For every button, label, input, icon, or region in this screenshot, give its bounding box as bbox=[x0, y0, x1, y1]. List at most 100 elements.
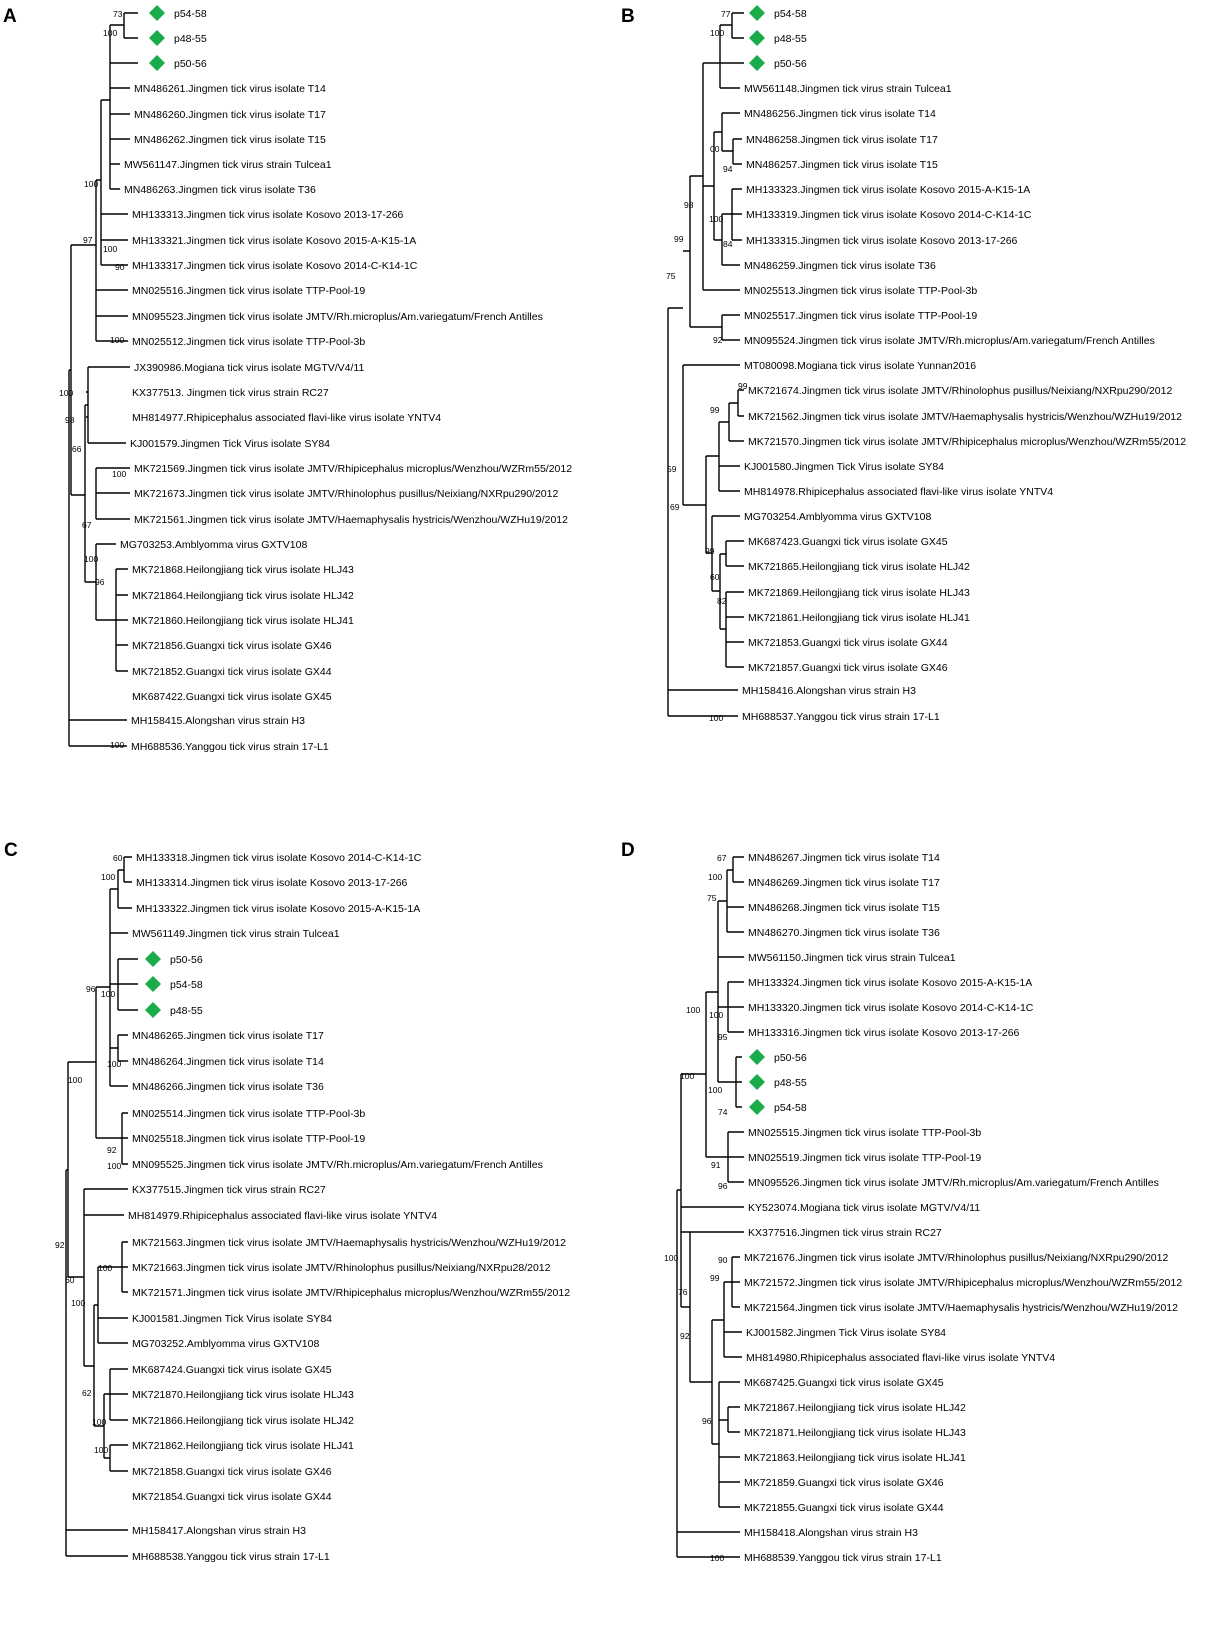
leaf-label: MK721563.Jingmen tick virus isolate JMTV… bbox=[132, 1237, 566, 1249]
leaf-label: MW561149.Jingmen tick virus strain Tulce… bbox=[132, 928, 340, 940]
leaf-label: MN025518.Jingmen tick virus isolate TTP-… bbox=[132, 1133, 365, 1145]
leaf: p54-58 bbox=[749, 5, 807, 21]
leaf-label: MK721676.Jingmen tick virus isolate JMTV… bbox=[744, 1252, 1168, 1264]
support-value: 100 bbox=[71, 1298, 85, 1308]
leaf-label: MK721870.Heilongjiang tick virus isolate… bbox=[132, 1389, 354, 1401]
leaf-label: MK721571.Jingmen tick virus isolate JMTV… bbox=[132, 1287, 570, 1299]
support-value: 98 bbox=[684, 200, 694, 210]
leaf: p48-55 bbox=[749, 1074, 807, 1090]
leaf-label: KJ001580.Jingmen Tick Virus isolate SY84 bbox=[744, 461, 944, 473]
support-value: 90 bbox=[718, 1255, 728, 1265]
leaf-label: MH158415.Alongshan virus strain H3 bbox=[131, 715, 305, 727]
leaf-label: MH688537.Yanggou tick virus strain 17-L1 bbox=[742, 711, 940, 723]
leaf-label: MK721863.Heilongjiang tick virus isolate… bbox=[744, 1452, 966, 1464]
leaf-label: MN486257.Jingmen tick virus isolate T15 bbox=[746, 159, 938, 171]
leaf-label: MK721854.Guangxi tick virus isolate GX44 bbox=[132, 1491, 332, 1503]
branches bbox=[676, 856, 744, 1558]
panel-letter: C bbox=[4, 840, 18, 861]
leaf-label: KJ001579.Jingmen Tick Virus isolate SY84 bbox=[130, 438, 330, 450]
leaf-label: MN486268.Jingmen tick virus isolate T15 bbox=[748, 902, 940, 914]
support-value: 59 bbox=[667, 464, 677, 474]
leaf-label: p50-56 bbox=[774, 1052, 807, 1064]
support-values: 77 100 00 94 98 100 84 99 75 92 99 99 59… bbox=[666, 9, 748, 723]
leaf-label: p48-55 bbox=[174, 33, 207, 45]
leaf-label: MK721867.Heilongjiang tick virus isolate… bbox=[744, 1402, 966, 1414]
leaf-label: MH133323.Jingmen tick virus isolate Koso… bbox=[746, 184, 1030, 196]
leaf-label: MH133320.Jingmen tick virus isolate Koso… bbox=[748, 1002, 1034, 1014]
leaf-label: MH158418.Alongshan virus strain H3 bbox=[744, 1527, 918, 1539]
support-value: 69 bbox=[670, 502, 680, 512]
support-value: 95 bbox=[718, 1032, 728, 1042]
leaf-label: MK687425.Guangxi tick virus isolate GX45 bbox=[744, 1377, 944, 1389]
support-value: 100 bbox=[110, 335, 124, 345]
leaf-label: MH133316.Jingmen tick virus isolate Koso… bbox=[748, 1027, 1020, 1039]
leaf-label: MK721663.Jingmen tick virus isolate JMTV… bbox=[132, 1262, 551, 1274]
sample-marker bbox=[145, 1002, 161, 1018]
support-value: 100 bbox=[59, 388, 73, 398]
leaf-label: KX377513. Jingmen tick virus strain RC27 bbox=[132, 387, 329, 399]
leaf-label: MH133322.Jingmen tick virus isolate Koso… bbox=[136, 903, 420, 915]
leaf-label: KY523074.Mogiana tick virus isolate MGTV… bbox=[748, 1202, 980, 1214]
leaf-label: MN486270.Jingmen tick virus isolate T36 bbox=[748, 927, 940, 939]
support-value: 90 bbox=[115, 262, 125, 272]
support-value: 100 bbox=[710, 28, 724, 38]
leaf-label: MK721674.Jingmen tick virus isolate JMTV… bbox=[748, 385, 1172, 397]
panel-c: C MH133318.Jingmen tick virus isolate Ko… bbox=[4, 840, 570, 1563]
leaf-label: KX377516.Jingmen tick virus strain RC27 bbox=[748, 1227, 942, 1239]
leaf-label: MK687423.Guangxi tick virus isolate GX45 bbox=[748, 536, 948, 548]
leaf-label: MH814977.Rhipicephalus associated flavi-… bbox=[132, 412, 441, 424]
support-value: 92 bbox=[680, 1331, 690, 1341]
leaf-label: MK721673.Jingmen tick virus isolate JMTV… bbox=[134, 488, 558, 500]
support-value: 100 bbox=[84, 554, 98, 564]
leaf-label: MG703253.Amblyomma virus GXTV108 bbox=[120, 539, 307, 551]
panel-letter: D bbox=[621, 840, 635, 861]
leaf-label: MN095526.Jingmen tick virus isolate JMTV… bbox=[748, 1177, 1159, 1189]
support-value: 74 bbox=[718, 1107, 728, 1117]
leaf-label: p50-56 bbox=[170, 954, 203, 966]
leaf-label: MK721569.Jingmen tick virus isolate JMTV… bbox=[134, 463, 572, 475]
support-value: 100 bbox=[708, 1085, 722, 1095]
support-value: 100 bbox=[709, 713, 723, 723]
support-value: 99 bbox=[710, 1273, 720, 1283]
leaf-label: MN025517.Jingmen tick virus isolate TTP-… bbox=[744, 310, 977, 322]
leaf-label: p48-55 bbox=[774, 1077, 807, 1089]
leaf-label: MN095524.Jingmen tick virus isolate JMTV… bbox=[744, 335, 1155, 347]
sample-marker bbox=[749, 1074, 765, 1090]
support-value: 100 bbox=[708, 872, 722, 882]
leaf: p48-55 bbox=[749, 30, 807, 46]
support-values: 67 100 75 100 95 100 100 74 91 96 100 90… bbox=[664, 853, 728, 1563]
leaf-label: p48-55 bbox=[774, 33, 807, 45]
support-value: 100 bbox=[709, 214, 723, 224]
leaf-label: p54-58 bbox=[774, 1102, 807, 1114]
panel-letter: B bbox=[621, 6, 635, 27]
support-value: 96 bbox=[95, 577, 105, 587]
support-value: 92 bbox=[55, 1240, 65, 1250]
leaf-label: p48-55 bbox=[170, 1005, 203, 1017]
leaf-label: MG703254.Amblyomma virus GXTV108 bbox=[744, 511, 931, 523]
leaf-label: MN025514.Jingmen tick virus isolate TTP-… bbox=[132, 1108, 365, 1120]
leaf-label: p54-58 bbox=[170, 979, 203, 991]
sample-marker bbox=[149, 55, 165, 71]
support-value: 100 bbox=[664, 1253, 678, 1263]
panel-letter: A bbox=[3, 6, 17, 27]
leaf-label: MW561150.Jingmen tick virus strain Tulce… bbox=[748, 952, 956, 964]
support-value: 100 bbox=[107, 1059, 121, 1069]
support-value: 100 bbox=[92, 1417, 106, 1427]
leaf-label: MN486267.Jingmen tick virus isolate T14 bbox=[748, 852, 940, 864]
leaf-label: MT080098.Mogiana tick virus isolate Yunn… bbox=[744, 360, 976, 372]
support-value: 99 bbox=[738, 381, 748, 391]
leaves: p54-58 p48-55 p50-56 MW561148.Jingmen ti… bbox=[742, 5, 1186, 723]
leaf-label: MN486261.Jingmen tick virus isolate T14 bbox=[134, 83, 326, 95]
leaf-label: MK721561.Jingmen tick virus isolate JMTV… bbox=[134, 514, 568, 526]
leaf-label: MK721562.Jingmen tick virus isolate JMTV… bbox=[748, 411, 1182, 423]
support-value: 100 bbox=[680, 1071, 694, 1081]
support-value: 62 bbox=[82, 1388, 92, 1398]
leaf-label: MH814979.Rhipicephalus associated flavi-… bbox=[128, 1210, 437, 1222]
support-values: 73 100 100 97 100 90 100 100 98 66 100 6… bbox=[59, 9, 126, 750]
leaf-label: MK721868.Heilongjiang tick virus isolate… bbox=[132, 564, 354, 576]
support-value: 67 bbox=[82, 520, 92, 530]
branches bbox=[68, 12, 138, 747]
support-value: 66 bbox=[72, 444, 82, 454]
support-value: 94 bbox=[723, 164, 733, 174]
